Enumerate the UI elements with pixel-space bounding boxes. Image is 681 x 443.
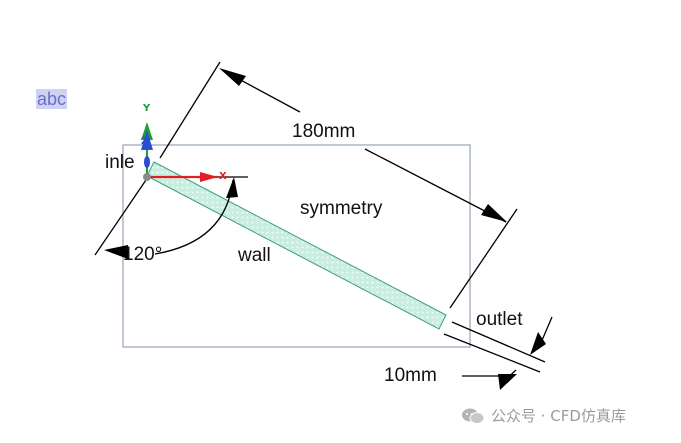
axis-triad-icon bbox=[141, 122, 218, 182]
width-dimension-label: 10mm bbox=[384, 365, 437, 386]
outlet-arrowhead bbox=[530, 332, 546, 355]
x-axis-label: X bbox=[219, 171, 227, 182]
inlet-label: inle bbox=[105, 152, 135, 173]
watermark-text: 公众号 · CFD仿真库 bbox=[491, 407, 626, 425]
y-axis-label: Y bbox=[143, 103, 151, 114]
symmetry-label: symmetry bbox=[300, 198, 383, 219]
z-axis-label: Z bbox=[141, 137, 148, 147]
width-arrowhead bbox=[498, 374, 517, 390]
length-arrowhead-start bbox=[219, 68, 246, 86]
angle-arrowhead-top bbox=[226, 177, 238, 198]
outlet-label: outlet bbox=[476, 309, 523, 330]
length-dimension-label: 180mm bbox=[292, 121, 356, 142]
text-tool-badge: abc bbox=[36, 89, 68, 109]
length-dimension bbox=[159, 61, 518, 309]
watermark: 公众号 · CFD仿真库 bbox=[461, 405, 626, 426]
plate-wall bbox=[146, 161, 447, 330]
angle-label: 120° bbox=[123, 244, 163, 265]
length-arrowhead-end bbox=[481, 204, 507, 222]
wall-label: wall bbox=[238, 245, 271, 266]
wechat-icon bbox=[462, 408, 485, 424]
domain-boundary bbox=[122, 144, 471, 348]
angle-arrowhead-bottom bbox=[104, 245, 128, 259]
